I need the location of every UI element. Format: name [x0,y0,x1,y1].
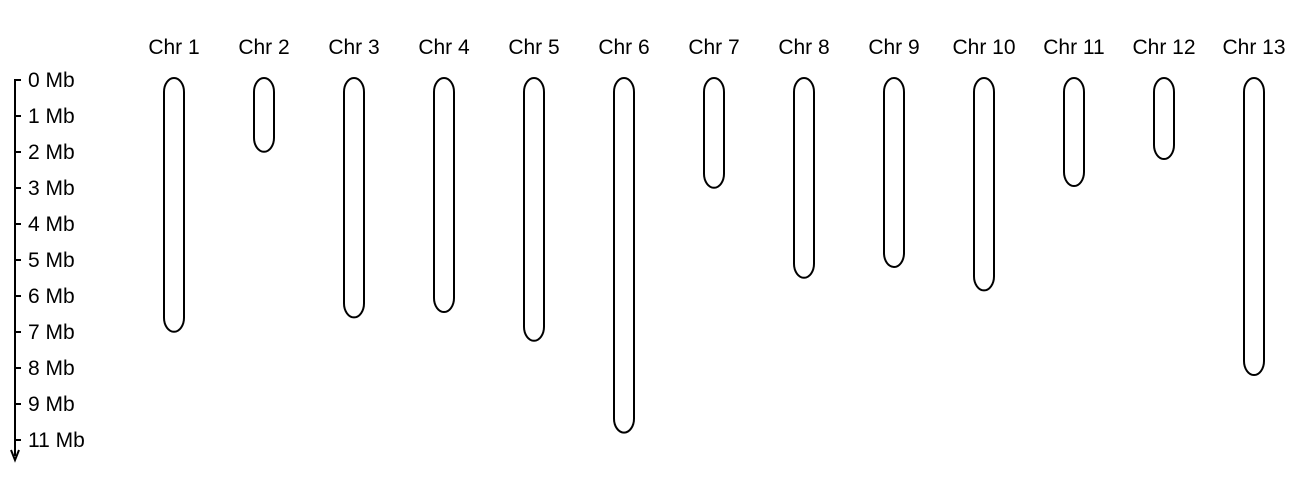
tick-label: 1 Mb [28,105,75,128]
tick-label: 5 Mb [28,249,75,272]
chromosome-group: Chr 1 Chr 2 Chr 3 Chr 4 Chr 5 Chr 6 Chr 7 Chr 8… [148,36,1286,434]
chromosome: Chr 4 [418,36,470,313]
chromosome: Chr 2 [238,36,290,153]
chromosome-label: Chr 2 [238,36,289,59]
chromosome-bar [1243,77,1265,376]
chromosome: Chr 3 [328,36,380,319]
tick-label: 8 Mb [28,357,75,380]
chromosome-bar [163,77,185,333]
chromosome-bar [973,77,995,292]
chromosome-bar [343,77,365,319]
chromosome: Chr 11 [1043,36,1105,187]
chromosome-bar [883,77,905,268]
tick-label: 6 Mb [28,285,75,308]
chromosome-label: Chr 1 [148,36,199,59]
chromosome-label: Chr 7 [688,36,739,59]
chromosome-bar [703,77,725,189]
chromosome-bar [523,77,545,342]
chromosome: Chr 7 [688,36,740,189]
tick-label: 7 Mb [28,321,75,344]
chromosome-label: Chr 11 [1043,36,1104,59]
chromosome-label: Chr 13 [1222,36,1285,59]
chromosome-label: Chr 12 [1132,36,1195,59]
chromosome-bar [433,77,455,313]
chromosome: Chr 10 [952,36,1016,292]
chromosome: Chr 13 [1222,36,1286,376]
chromosome: Chr 5 [508,36,560,342]
tick-label: 0 Mb [28,69,75,92]
chromosome: Chr 6 [598,36,650,434]
chromosome-label: Chr 5 [508,36,559,59]
tick-label: 4 Mb [28,213,75,236]
chromosome-label: Chr 9 [868,36,919,59]
axis-arrow-icon [10,449,20,463]
chromosome-bar [1063,77,1085,187]
tick-label: 11 Mb [28,429,85,452]
scale-axis: 0 Mb 1 Mb 2 Mb 3 Mb 4 Mb 5 Mb 6 Mb 7 Mb 8 Mb 9 Mb… [10,69,85,463]
chromosome-label: Chr 10 [952,36,1015,59]
chromosome: Chr 1 [148,36,200,333]
tick-label: 2 Mb [28,141,75,164]
chromosome: Chr 12 [1132,36,1196,160]
chromosome-label: Chr 8 [778,36,829,59]
chromosome-label: Chr 6 [598,36,649,59]
chromosome-bar [613,77,635,434]
chromosome-bar [793,77,815,279]
chromosome: Chr 9 [868,36,920,268]
chromosome-label: Chr 3 [328,36,379,59]
chromosome-bar [1153,77,1175,160]
chromosome-bar [253,77,275,153]
chromosome: Chr 8 [778,36,830,279]
tick-label: 9 Mb [28,393,75,416]
chromosome-label: Chr 4 [418,36,470,59]
tick-label: 3 Mb [28,177,75,200]
